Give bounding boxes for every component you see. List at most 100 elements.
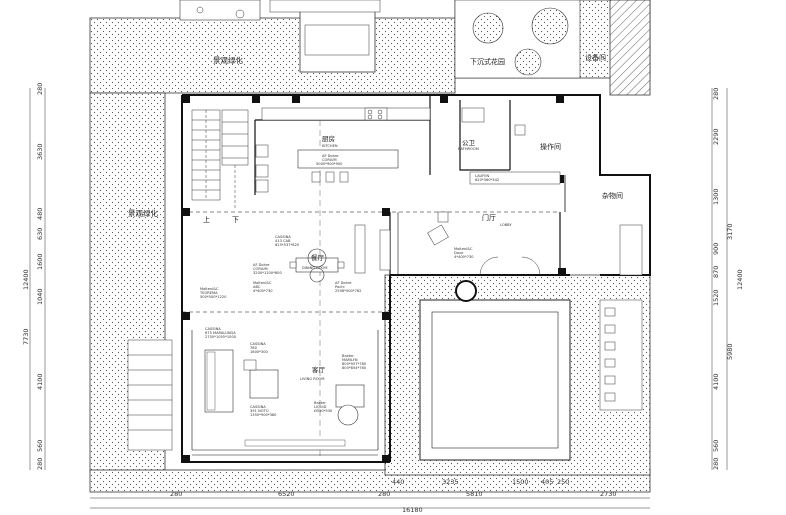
liquid-l2: LIQUID [314,405,327,409]
dim-l-7: 4100 [36,373,44,390]
dim-b-0: 280 [170,490,182,498]
dim-l-8: 560 [36,440,44,452]
dim-b-7: 405 [541,478,553,486]
cassina675-l3: 2750*1055*1000 [205,335,237,339]
deck-steps [599,224,643,411]
dim-b-3: 440 [392,478,404,486]
foyer-label-cn: 门厅 [482,213,496,222]
dim-r-6: 1520 [712,289,720,306]
cassina391-l2: 391 NOTO [250,409,269,413]
cassina391-l3: 1350*900*360 [250,413,277,417]
dim-b-2: 280 [378,490,390,498]
vanity-l1: LAUFEN [475,174,490,178]
kitchen-label-en: KITCHEN [322,144,338,148]
dim-b-9: 2730 [600,490,617,498]
dining-table-l3: 3200*1200*800 [253,271,282,275]
dim-b-total: 16180 [402,506,423,514]
dim-b-1: 6520 [278,490,295,498]
stair-up-label: 上 [203,215,210,224]
cassina780-l3: 1600*300 [250,350,269,354]
equipment-room-label: 设备间 [585,53,606,62]
dove-l1: Molteni&C [454,247,473,251]
staircase [191,109,249,210]
dim-b-8: 250 [557,478,569,486]
dim-l-6: 7730 [22,328,30,345]
landscape-top-label: 景观绿化 [213,55,243,65]
dim-l-4: 1600 [36,253,44,270]
dove-l2: Dove [454,251,464,255]
dim-l-total: 12400 [22,269,30,290]
dove-l3: 4*400*730 [454,255,474,259]
kitchen-island-l3: 5000*900*900 [316,162,343,166]
pochi-l3: 2598*500*782 [335,289,361,293]
cassina391-l1: CASSINA [250,405,266,409]
teorema-l2: TEOREMA [199,291,218,295]
cassina780-l2: 780 [250,346,258,350]
liquid-l1: Baxter [314,401,326,405]
foyer: 门厅 LOBBY Molteni&C Dove 4*400*730 [379,211,541,276]
dim-b-6: 1500 [512,478,529,486]
balcony-left [127,339,173,451]
marilyn-l1: Baxter [342,354,354,358]
living-label-cn: 客厅 [312,365,326,374]
dim-b-4: 3235 [442,478,459,486]
dim-l-2: 480 [36,208,44,220]
dim-r-total: 12400 [736,269,744,290]
dim-r-2: 1300 [712,188,720,205]
pochi-l1: AF Dohre [335,281,352,285]
dim-r-0: 280 [712,88,720,100]
liquid-l3: Ø550*530 [314,408,333,413]
molteni-abc-l2: ABC [253,285,261,289]
round-column [455,280,477,302]
top-fixtures [179,0,381,73]
dim-l-1: 3630 [36,143,44,160]
kitchen-island-l2: CORIUM [322,158,337,162]
landscape-left-label: 景观绿化 [128,208,158,218]
dim-b-5: 5810 [466,490,483,498]
structural-columns [182,95,566,463]
left-dims: 280 3630 480 630 1600 1040 7730 4100 560… [22,83,44,470]
dim-r-3: 3170 [726,223,734,240]
storage-room-label: 杂物间 [602,191,623,200]
cassina413-l2: 413 CAB [275,239,291,243]
teorema-l3: 500*500*1220 [200,295,227,299]
dining-label-en: DINING ROOM [302,266,327,270]
pochi-l2: Pochi [335,285,345,289]
dim-r-9: 560 [712,440,720,452]
dining-label-cn: 餐厅 [311,253,325,262]
molteni-abc-l1: Molteni&C [253,281,272,285]
sunken-garden-label: 下沉式花园 [470,57,505,66]
dimension-lines [29,88,728,509]
teorema-l1: Molteni&C [200,287,219,291]
stair-down-label: 下 [232,216,239,224]
marilyn-l3: 800*957*780 [342,362,367,366]
operation-room-label: 操作间 [540,142,561,151]
bathroom-label-cn: 公卫 [462,139,476,147]
kitchen: 厨房 KITCHEN AF Dohre CORIUM 5000*900*900 [255,107,431,193]
molteni-abc-l3: 4*400*730 [253,289,273,293]
dim-l-3: 630 [36,228,44,240]
cassina780-l1: CASSINA [250,342,266,346]
cassina413-l3: 625*537*820 [275,243,300,247]
right-dims: 280 2290 1300 3170 900 870 1520 5980 410… [712,88,744,470]
dim-r-1: 2290 [712,128,720,145]
dim-l-9: 280 [36,458,44,470]
marilyn-l2: MARILYN [342,358,358,362]
kitchen-island-l1: AF Dohre [322,154,339,158]
dining-room: 餐厅 DINING ROOM CASSINA 413 CAB 625*537*8… [199,224,366,299]
cassina413-l1: CASSINA [275,235,291,239]
dim-r-8: 4100 [712,373,720,390]
dim-l-0: 280 [36,83,44,95]
cassina675-l2: 675 MARALUNGA [205,331,236,335]
dining-table-l2: CORIUM [253,267,268,271]
sunken-garden: 下沉式花园 [454,0,581,79]
kitchen-label-cn: 厨房 [322,134,335,143]
marilyn-l4: 800*854*760 [342,366,367,370]
dim-r-5: 870 [712,266,720,278]
dim-r-7: 5980 [726,343,734,360]
bathroom: 公卫 BATHROOM LAUFEN 620*360*342 [458,107,561,185]
living-room: 客厅 LIVING ROOM CASSINA 675 MARALUNGA 275… [204,327,367,447]
dim-r-10: 280 [712,458,720,470]
equipment-room: 设备间 [585,0,651,96]
